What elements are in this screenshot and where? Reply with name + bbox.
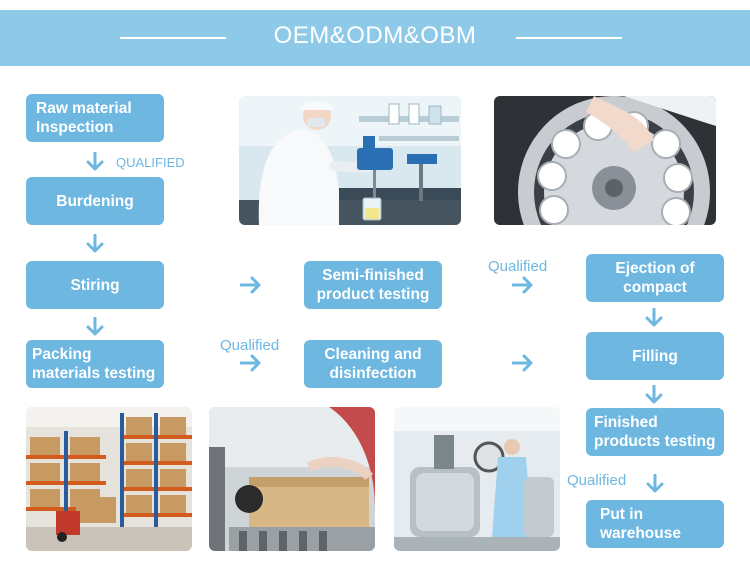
step-filling-label: Filling — [632, 347, 678, 365]
step-stiring-label: Stiring — [70, 276, 120, 294]
photo-packing-line — [209, 407, 375, 551]
banner-right-line — [516, 37, 622, 39]
photo-mixing-tanks — [394, 407, 560, 551]
arrow-right-icon — [240, 276, 261, 294]
step-warehouse-label: Put in warehouse — [600, 506, 681, 542]
header-banner: OEM&ODM&OBM — [0, 10, 750, 66]
page-title: OEM&ODM&OBM — [273, 22, 477, 49]
step-burdening: Burdening — [26, 177, 164, 225]
arrow-down-icon — [645, 308, 663, 327]
arrow-right-icon — [512, 354, 533, 372]
step-ejection-of-compact: Ejection of compact — [586, 254, 724, 302]
step-raw-material-inspection: Raw material Inspection — [26, 94, 164, 142]
arrow-down-icon — [645, 385, 663, 404]
step-finished-label: Finished products testing — [594, 414, 716, 450]
photo-centrifuge — [494, 96, 716, 225]
step-semi-finished-testing: Semi-finished product testing — [304, 261, 442, 309]
arrow-down-icon — [86, 234, 104, 253]
banner-left-line — [120, 37, 226, 39]
step-burdening-label: Burdening — [56, 192, 134, 210]
arrow-down-icon — [86, 152, 104, 171]
step-raw-material-label: Raw material Inspection — [36, 100, 132, 136]
step-semi-finished-label: Semi-finished product testing — [316, 267, 430, 303]
qualified-label-4: Qualified — [567, 472, 627, 489]
qualified-label-3: Qualified — [220, 337, 280, 354]
step-put-in-warehouse: Put in warehouse — [586, 500, 724, 548]
step-cleaning-disinfection: Cleaning and disinfection — [304, 340, 442, 388]
photo-warehouse — [26, 407, 192, 551]
arrow-down-icon — [86, 317, 104, 336]
qualified-label-2: Qualified — [488, 258, 548, 275]
step-ejection-label: Ejection of compact — [615, 260, 695, 296]
arrow-right-icon — [240, 354, 261, 372]
step-finished-products-testing: Finished products testing — [586, 408, 724, 456]
step-packing-materials-testing: Packing materials testing — [26, 340, 164, 388]
photo-lab-worker — [239, 96, 461, 225]
step-cleaning-label: Cleaning and disinfection — [324, 346, 422, 382]
step-filling: Filling — [586, 332, 724, 380]
step-stiring: Stiring — [26, 261, 164, 309]
qualified-label-1: QUALIFIED — [116, 155, 185, 170]
arrow-down-icon — [646, 474, 664, 493]
step-packing-label: Packing materials testing — [32, 346, 156, 382]
arrow-right-icon — [512, 276, 533, 294]
